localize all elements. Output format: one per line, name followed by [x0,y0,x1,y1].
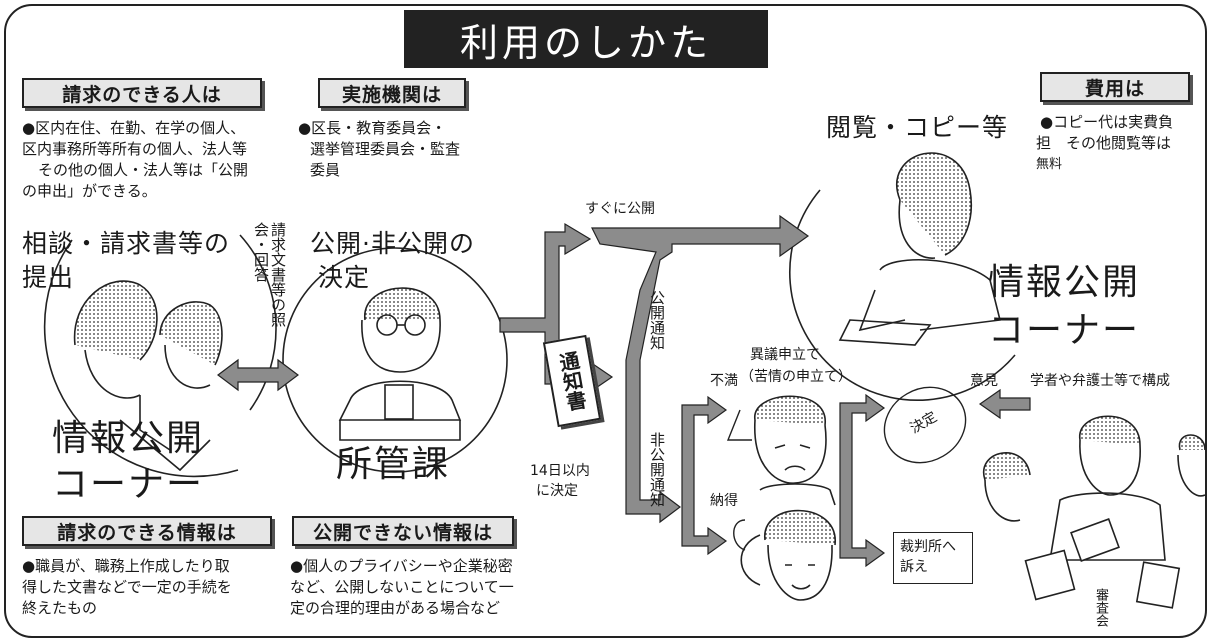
nondisclosure-text-1: ●個人のプライバシーや企業秘密 [290,557,513,575]
requester-heading: 請求のできる人は [22,78,262,108]
left-circle-right-arc [239,234,277,411]
satisfied-label: 納得 [710,493,738,509]
info-text-2: 得した文書などで一定の手続を [22,578,232,596]
reader-drawing [838,152,1001,346]
cost-text-1: ●コピー代は実費負 [1040,113,1174,131]
objection-label-2: （苦情の申立て） [740,369,852,385]
cost-text-2: 担 その他閲覧等は [1036,134,1172,152]
inquiry-label: 請求文書等の照会・回答 [252,222,287,327]
agency-heading: 実施機関は [318,78,466,108]
nondisclosure-heading: 公開できない情報は [292,516,514,546]
info-text-1: ●職員が、職務上作成したり取 [22,557,230,575]
objection-label-1: 異議申立て [750,347,820,363]
requester-text-3: その他の個人・法人等は「公開 [38,161,249,179]
immediate-label: すぐに公開 [585,201,655,217]
council-label: 審査会 [1093,588,1108,627]
objection-arrows [681,388,1031,568]
page-frame [4,4,1207,638]
deadline-2: に決定 [536,483,578,499]
requester-text-1: ●区内在住、在勤、在学の個人、 [22,119,246,137]
right-corner-2: コーナー [988,310,1141,351]
council-members-label: 学者や弁護士等で構成 [1030,373,1170,389]
info-text-3: 終えたもの [22,599,98,617]
page-title: 利用のしかた [404,10,768,68]
opinion-label: 意見 [970,373,998,389]
center-circle [282,247,508,473]
satisfied-person-drawing [740,509,836,601]
worried-person-drawing [754,395,836,506]
decision-label-2: 決定 [318,263,371,292]
step-submit-1: 相談・請求書等の [22,229,231,258]
left-corner-1: 情報公開 [52,418,205,459]
speech-tail [726,409,752,441]
section-label: 所管課 [336,444,451,485]
requester-text-2: 区内事務所等所有の個人、法人等 [22,140,248,158]
cost-text-3: 無料 [1036,157,1063,172]
court-label-2: 訴え [900,559,928,575]
double-arrow [217,358,299,392]
public-notice-label: 公開通知 [648,290,666,350]
nondisclosure-text-3: 定の合理的理由がある場合など [290,599,501,617]
council-drawing [982,415,1206,609]
speech-tail-2 [733,519,746,551]
agency-text-3: 委員 [310,161,341,179]
cost-heading: 費用は [1040,72,1190,102]
decision-label-1: 公開·非公開の [310,229,475,258]
left-corner-2: コーナー [52,464,205,505]
agency-text-1: ●区長・教育委員会・ [298,119,447,137]
official-drawing [338,287,462,441]
agency-text-2: 選挙管理委員会・監査 [310,140,461,158]
right-corner-1: 情報公開 [988,262,1141,303]
nondisclosure-text-2: など、公開しないことについて一 [290,578,514,596]
info-heading: 請求のできる情報は [22,516,272,546]
left-circle [43,239,239,478]
view-copy-label: 閲覧・コピー等 [826,113,1009,142]
deadline-1: 14日以内 [530,463,590,479]
decision-oval [883,386,967,464]
court-box: 裁判所へ 訴え [893,532,973,584]
court-label-1: 裁判所へ [900,539,956,555]
requester-text-4: の申出」ができる。 [22,182,157,200]
nonpublic-notice-label: 非公開通知 [648,432,666,507]
step-submit-2: 提出 [22,263,75,292]
dissatisfied-label: 不満 [710,373,738,389]
person-drawing [73,280,223,472]
